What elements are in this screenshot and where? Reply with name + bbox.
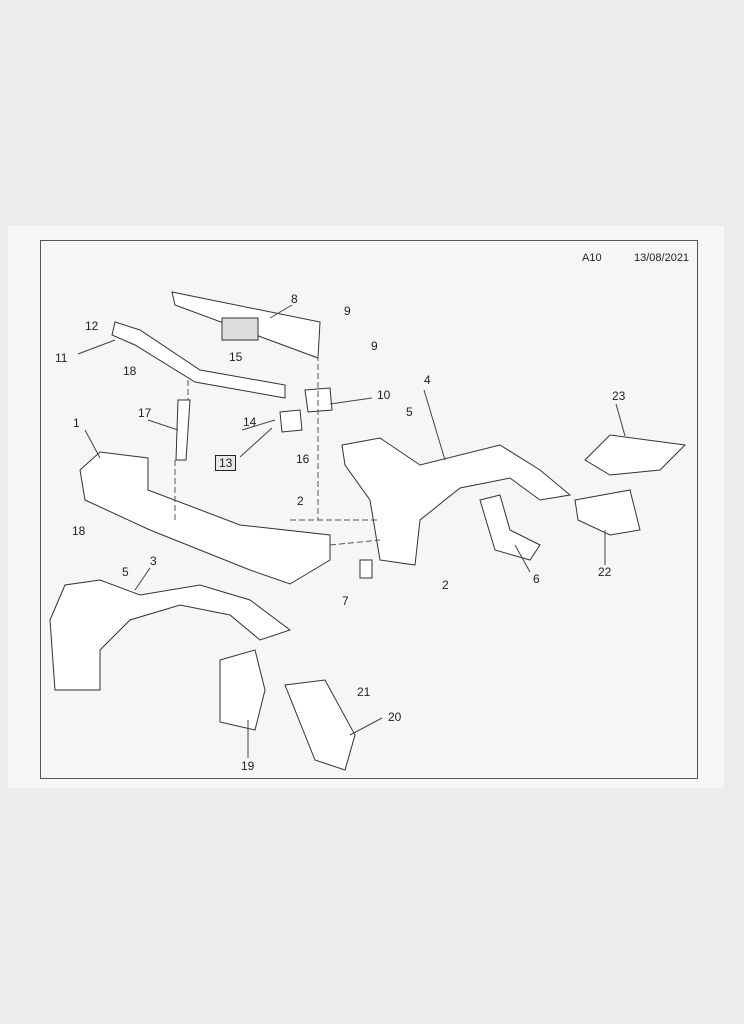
callout-16: 16 xyxy=(296,452,310,466)
callout-17: 17 xyxy=(138,406,152,420)
callout-19: 19 xyxy=(241,759,255,773)
callout-9: 9 xyxy=(344,304,351,318)
part-7 xyxy=(359,559,373,579)
part-upper-tie-bar xyxy=(111,321,286,399)
callout-8: 8 xyxy=(291,292,298,306)
part-6 xyxy=(479,494,541,561)
callout-7: 7 xyxy=(342,594,349,608)
part-radiator-support-upper xyxy=(171,291,321,359)
callout-9: 9 xyxy=(371,339,378,353)
part-left-frame-rail xyxy=(49,579,292,691)
diagram-frame xyxy=(40,240,698,779)
callout-10: 10 xyxy=(377,388,391,402)
callout-12: 12 xyxy=(85,319,99,333)
assembly-lines xyxy=(174,355,381,546)
callout-1: 1 xyxy=(73,416,80,430)
callout-3: 3 xyxy=(150,554,157,568)
callout-20: 20 xyxy=(388,710,402,724)
callout-4: 4 xyxy=(424,373,431,387)
callout-22: 22 xyxy=(598,565,612,579)
part-20 xyxy=(284,679,356,771)
callout-5: 5 xyxy=(122,565,129,579)
callout-23: 23 xyxy=(612,389,626,403)
diagram-code: A10 xyxy=(582,252,602,264)
part-22 xyxy=(574,489,641,536)
part-23 xyxy=(584,434,687,476)
callout-6: 6 xyxy=(533,572,540,586)
callout-2: 2 xyxy=(442,578,449,592)
callout-15: 15 xyxy=(229,350,243,364)
part-19 xyxy=(219,649,266,731)
callout-18: 18 xyxy=(72,524,86,538)
part-bumper-beam xyxy=(79,451,331,585)
callout-13: 13 xyxy=(215,455,237,471)
part-17 xyxy=(175,399,191,461)
callout-14: 14 xyxy=(243,415,257,429)
callout-11: 11 xyxy=(55,351,68,365)
part-16 xyxy=(279,409,303,433)
callout-5: 5 xyxy=(406,405,413,419)
callout-2: 2 xyxy=(297,494,304,508)
leader-lines xyxy=(77,304,626,758)
callout-18: 18 xyxy=(123,364,137,378)
diagram-date: 13/08/2021 xyxy=(634,252,690,264)
callout-21: 21 xyxy=(357,685,371,699)
